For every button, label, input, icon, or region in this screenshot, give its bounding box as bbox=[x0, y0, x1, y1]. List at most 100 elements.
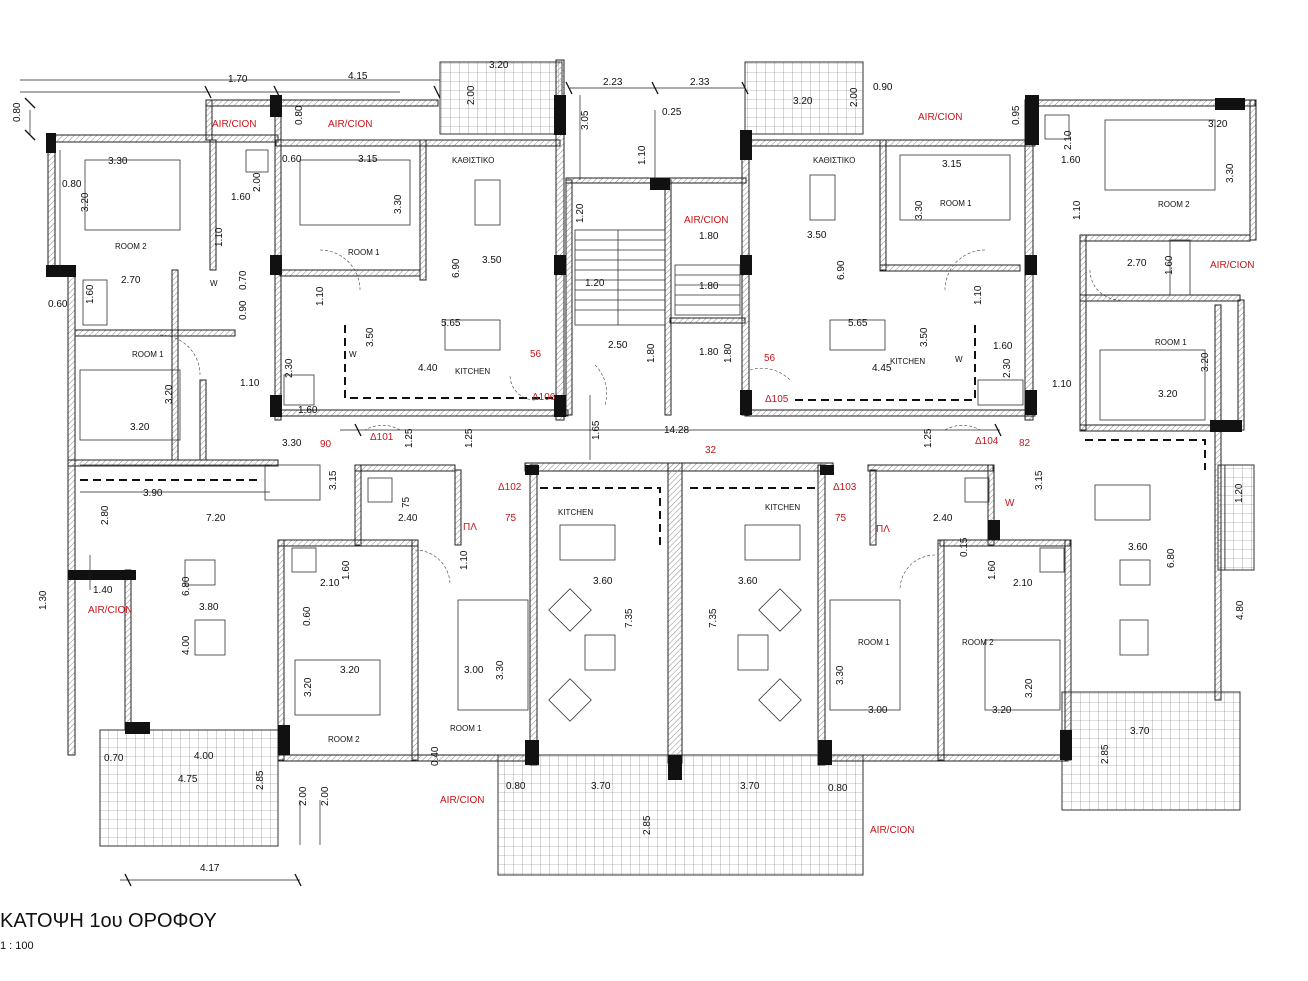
room-label: KITCHEN bbox=[765, 503, 800, 512]
balconies bbox=[99, 61, 1255, 876]
room-labels: ROOM 2 ROOM 1 ΚΑΘΙΣΤΙΚΟ KITCHEN ΚΑΘΙΣΤΙΚ… bbox=[115, 156, 1190, 744]
air-cion-label: AIR/CION bbox=[212, 119, 256, 130]
svg-text:2.10: 2.10 bbox=[1013, 578, 1033, 589]
dimension-labels: 1.70 4.15 3.20 2.00 0.80 0.80 2.23 2.33 … bbox=[12, 60, 1246, 874]
svg-text:3.20: 3.20 bbox=[303, 677, 314, 697]
w-symbol: W bbox=[1005, 498, 1015, 509]
svg-text:3.20: 3.20 bbox=[80, 192, 91, 212]
svg-text:0.95: 0.95 bbox=[1011, 105, 1022, 125]
svg-text:4.45: 4.45 bbox=[872, 363, 892, 374]
room-label: ROOM 2 bbox=[962, 638, 994, 647]
room-label: ROOM 1 bbox=[132, 350, 164, 359]
svg-text:2.30: 2.30 bbox=[1002, 358, 1013, 378]
apartment-id: Δ105 bbox=[765, 394, 789, 405]
svg-text:7.35: 7.35 bbox=[624, 608, 635, 628]
area-value: 75 bbox=[505, 513, 517, 524]
svg-text:1.60: 1.60 bbox=[987, 560, 998, 580]
apartment-id: Δ103 bbox=[833, 482, 857, 493]
w-symbol: W bbox=[955, 355, 963, 364]
svg-text:2.10: 2.10 bbox=[1063, 130, 1074, 150]
svg-text:1.25: 1.25 bbox=[923, 428, 934, 448]
svg-text:1.10: 1.10 bbox=[459, 550, 470, 570]
svg-text:3.20: 3.20 bbox=[1208, 119, 1228, 130]
svg-text:2.70: 2.70 bbox=[1127, 258, 1147, 269]
svg-text:3.50: 3.50 bbox=[482, 255, 502, 266]
svg-text:1.10: 1.10 bbox=[1072, 200, 1083, 220]
svg-text:3.70: 3.70 bbox=[740, 781, 760, 792]
svg-text:3.15: 3.15 bbox=[358, 154, 378, 165]
svg-text:2.50: 2.50 bbox=[608, 340, 628, 351]
svg-text:3.05: 3.05 bbox=[580, 110, 591, 130]
air-cion-label: AIR/CION bbox=[870, 825, 914, 836]
svg-text:1.25: 1.25 bbox=[464, 428, 475, 448]
area-value: 56 bbox=[530, 349, 542, 360]
svg-text:2.70: 2.70 bbox=[121, 275, 141, 286]
w-symbol: W bbox=[210, 279, 218, 288]
svg-text:2.40: 2.40 bbox=[398, 513, 418, 524]
stairs bbox=[574, 229, 741, 326]
svg-text:1.60: 1.60 bbox=[993, 341, 1013, 352]
svg-text:1.20: 1.20 bbox=[585, 278, 605, 289]
svg-text:0.80: 0.80 bbox=[12, 102, 23, 122]
air-cion-label: AIR/CION bbox=[918, 112, 962, 123]
area-value: 56 bbox=[764, 353, 776, 364]
svg-text:3.70: 3.70 bbox=[591, 781, 611, 792]
svg-text:3.00: 3.00 bbox=[868, 705, 888, 716]
svg-text:1.60: 1.60 bbox=[341, 560, 352, 580]
svg-text:4.40: 4.40 bbox=[418, 363, 438, 374]
svg-text:7.35: 7.35 bbox=[708, 608, 719, 628]
svg-text:3.30: 3.30 bbox=[282, 438, 302, 449]
svg-text:1.40: 1.40 bbox=[93, 585, 113, 596]
svg-text:1.10: 1.10 bbox=[315, 286, 326, 306]
svg-text:3.30: 3.30 bbox=[835, 665, 846, 685]
air-cion-label: AIR/CION bbox=[88, 605, 132, 616]
room-label: ΚΑΘΙΣΤΙΚΟ bbox=[452, 156, 494, 165]
svg-text:1.70: 1.70 bbox=[228, 74, 248, 85]
apartment-id: Δ102 bbox=[498, 482, 522, 493]
svg-text:2.30: 2.30 bbox=[284, 358, 295, 378]
svg-text:3.20: 3.20 bbox=[1200, 352, 1211, 372]
svg-text:4.80: 4.80 bbox=[1235, 600, 1246, 620]
svg-text:0.60: 0.60 bbox=[302, 606, 313, 626]
svg-text:3.15: 3.15 bbox=[328, 470, 339, 490]
svg-text:2.40: 2.40 bbox=[933, 513, 953, 524]
svg-text:3.20: 3.20 bbox=[1024, 678, 1035, 698]
svg-text:7.20: 7.20 bbox=[206, 513, 226, 524]
w-symbol: W bbox=[349, 350, 357, 359]
svg-text:3.80: 3.80 bbox=[199, 602, 219, 613]
svg-text:2.00: 2.00 bbox=[252, 172, 263, 192]
svg-text:14.28: 14.28 bbox=[664, 425, 689, 436]
svg-text:1.60: 1.60 bbox=[85, 284, 96, 304]
furniture bbox=[79, 114, 1216, 722]
kitchen-counters bbox=[80, 325, 1206, 545]
svg-text:3.20: 3.20 bbox=[992, 705, 1012, 716]
svg-text:1.30: 1.30 bbox=[38, 590, 49, 610]
svg-text:2.00: 2.00 bbox=[320, 786, 331, 806]
air-cion-label: AIR/CION bbox=[440, 795, 484, 806]
room-label: KITCHEN bbox=[890, 357, 925, 366]
svg-text:75: 75 bbox=[401, 496, 412, 508]
svg-text:2.10: 2.10 bbox=[320, 578, 340, 589]
air-cion-label: AIR/CION bbox=[1210, 260, 1254, 271]
room-label: ROOM 2 bbox=[115, 242, 147, 251]
area-value: 75 bbox=[835, 513, 847, 524]
room-label: ROOM 2 bbox=[1158, 200, 1190, 209]
air-cion-label: AIR/CION bbox=[328, 119, 372, 130]
svg-text:2.85: 2.85 bbox=[1100, 744, 1111, 764]
svg-text:3.50: 3.50 bbox=[807, 230, 827, 241]
svg-text:0.60: 0.60 bbox=[48, 299, 68, 310]
svg-text:3.30: 3.30 bbox=[495, 660, 506, 680]
svg-text:4.17: 4.17 bbox=[200, 863, 220, 874]
svg-text:0.70: 0.70 bbox=[104, 753, 124, 764]
svg-text:2.33: 2.33 bbox=[690, 77, 710, 88]
svg-text:6.90: 6.90 bbox=[836, 260, 847, 280]
svg-text:1.80: 1.80 bbox=[699, 281, 719, 292]
svg-text:3.60: 3.60 bbox=[593, 576, 613, 587]
svg-text:3.30: 3.30 bbox=[108, 156, 128, 167]
svg-text:4.75: 4.75 bbox=[178, 774, 198, 785]
air-cion-label: AIR/CION bbox=[684, 215, 728, 226]
svg-text:3.60: 3.60 bbox=[738, 576, 758, 587]
room-label: ROOM 2 bbox=[328, 735, 360, 744]
svg-text:3.20: 3.20 bbox=[340, 665, 360, 676]
svg-text:3.15: 3.15 bbox=[1034, 470, 1045, 490]
